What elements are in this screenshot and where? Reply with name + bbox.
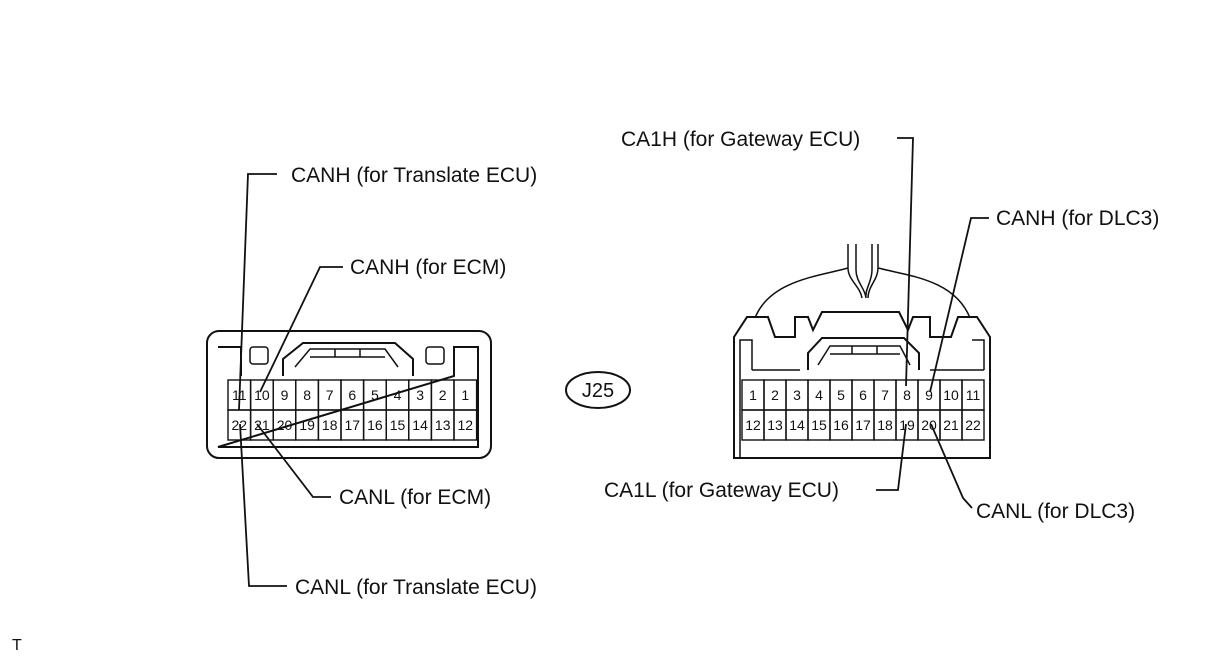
- left-pin-4: 4: [394, 387, 402, 403]
- leader-canh-translate: [238, 173, 277, 411]
- left-pin-13: 13: [435, 417, 451, 433]
- left-pin-17: 17: [345, 417, 361, 433]
- leader-canh-dlc3: [929, 217, 989, 393]
- corner-mark: T: [12, 637, 22, 654]
- label-canh-ecm: CANH (for ECM): [350, 256, 506, 279]
- leader-ca1h-gateway: [897, 137, 914, 387]
- left-leader-lines: [238, 173, 343, 587]
- left-cell: [453, 409, 478, 441]
- right-pin-14: 14: [789, 417, 805, 433]
- right-pin-17: 17: [855, 417, 871, 433]
- leader-canl-translate: [239, 423, 287, 587]
- right-pin-12: 12: [745, 417, 761, 433]
- connector-id: J25: [582, 380, 614, 402]
- left-connector-lock: [282, 342, 414, 376]
- right-pin-21: 21: [943, 417, 959, 433]
- label-ca1l-gateway-ecu: CA1L (for Gateway ECU): [604, 479, 839, 502]
- wire-harness: [847, 244, 879, 299]
- right-pin-7: 7: [881, 387, 889, 403]
- leader-canl-ecm: [256, 423, 331, 498]
- connector-id-oval: [565, 371, 631, 409]
- label-canl-translate-ecu: CANL (for Translate ECU): [295, 576, 537, 599]
- leader-ca1l-gateway: [876, 423, 907, 491]
- left-connector-lock-inner: [294, 348, 399, 368]
- left-pin-2: 2: [439, 387, 447, 403]
- right-pin-18: 18: [877, 417, 893, 433]
- left-pin-18: 18: [322, 417, 338, 433]
- right-pin-2: 2: [771, 387, 779, 403]
- left-pin-20: 20: [277, 417, 293, 433]
- label-canh-translate-ecu: CANH (for Translate ECU): [291, 164, 537, 187]
- right-pin-5: 5: [837, 387, 845, 403]
- right-pin-9: 9: [925, 387, 933, 403]
- right-pin-10: 10: [943, 387, 959, 403]
- right-connector-lock-inner: [817, 345, 911, 366]
- left-pin-1: 1: [461, 387, 469, 403]
- left-pin-6: 6: [348, 387, 356, 403]
- left-pin-10: 10: [254, 387, 270, 403]
- left-pin-9: 9: [281, 387, 289, 403]
- right-pin-1: 1: [749, 387, 757, 403]
- leader-canl-dlc3: [930, 423, 973, 509]
- left-pin-3: 3: [416, 387, 424, 403]
- right-connector-inner-wall: [739, 339, 985, 458]
- right-pin-6: 6: [859, 387, 867, 403]
- left-pin-21: 21: [254, 417, 270, 433]
- right-pin-8: 8: [903, 387, 911, 403]
- right-pin-19: 19: [899, 417, 915, 433]
- left-pin-14: 14: [412, 417, 428, 433]
- left-connector-latch-slot-left: [249, 346, 269, 365]
- left-connector-latch-slot-right: [425, 346, 445, 365]
- right-connector-housing: [733, 311, 991, 459]
- left-connector-outer-housing: [206, 330, 492, 459]
- label-ca1h-gateway-ecu: CA1H (for Gateway ECU): [621, 128, 860, 151]
- right-connector-lock: [807, 337, 920, 370]
- label-canl-dlc3: CANL (for DLC3): [976, 500, 1135, 523]
- right-pin-13: 13: [767, 417, 783, 433]
- left-pin-5: 5: [371, 387, 379, 403]
- left-pin-19: 19: [299, 417, 315, 433]
- left-pin-12: 12: [458, 417, 474, 433]
- label-canh-dlc3: CANH (for DLC3): [996, 207, 1159, 230]
- leader-canh-ecm: [259, 266, 343, 393]
- right-pin-4: 4: [815, 387, 823, 403]
- harness-tape-outline: [754, 267, 971, 319]
- right-pin-16: 16: [833, 417, 849, 433]
- right-pin-22: 22: [965, 417, 981, 433]
- right-pin-3: 3: [793, 387, 801, 403]
- left-pin-8: 8: [303, 387, 311, 403]
- left-pin-15: 15: [390, 417, 406, 433]
- left-pin-16: 16: [367, 417, 383, 433]
- label-canl-ecm: CANL (for ECM): [339, 486, 491, 509]
- right-pin-15: 15: [811, 417, 827, 433]
- right-cell: [961, 409, 985, 441]
- right-pin-11: 11: [966, 387, 981, 403]
- right-leader-lines: [876, 137, 989, 509]
- left-pin-7: 7: [326, 387, 334, 403]
